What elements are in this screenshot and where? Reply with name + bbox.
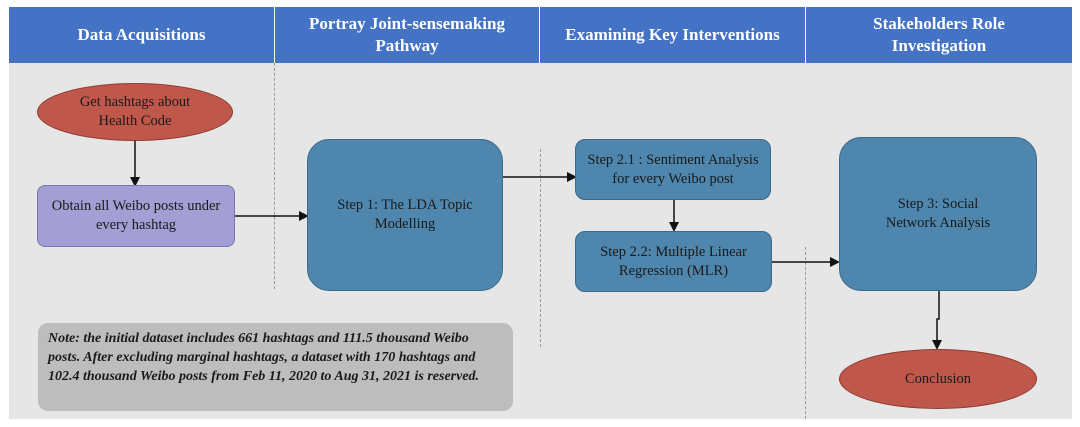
divider-3 — [805, 247, 806, 419]
node-conclusion: Conclusion — [839, 349, 1037, 409]
node-step1: Step 1: The LDA Topic Modelling — [307, 139, 503, 291]
arrow-step3-to-conclusion — [932, 291, 942, 350]
header-examining-label: Examining Key Interventions — [565, 25, 780, 44]
arrow-step1-to-step2-1 — [501, 172, 577, 220]
header-portray: Portray Joint-sensemaking Pathway — [275, 7, 540, 63]
node-step3-label: Step 3: Social Network Analysis — [885, 196, 991, 231]
diagram-canvas: Data Acquisitions Portray Joint-sensemak… — [9, 7, 1072, 419]
header-data-acquisitions-label: Data Acquisitions — [77, 25, 206, 44]
node-get-hashtags: Get hashtags about Health Code — [37, 83, 233, 141]
header-portray-label: Portray Joint-sensemaking Pathway — [309, 14, 505, 55]
node-step2-1-label: Step 2.1 : Sentiment Analysis for every … — [587, 151, 759, 187]
divider-1 — [274, 63, 275, 289]
divider-2 — [540, 149, 541, 347]
node-get-hashtags-label: Get hashtags about Health Code — [79, 94, 191, 129]
node-step2-2: Step 2.2: Multiple Linear Regression (ML… — [575, 231, 772, 292]
note-box: Note: the initial dataset includes 661 h… — [38, 323, 513, 411]
node-step2-2-label: Step 2.2: Multiple Linear Regression (ML… — [600, 243, 747, 279]
node-obtain-posts: Obtain all Weibo posts under every hasht… — [37, 185, 235, 247]
node-step1-label: Step 1: The LDA Topic Modelling — [337, 197, 473, 232]
node-step3: Step 3: Social Network Analysis — [839, 137, 1037, 291]
node-obtain-posts-label: Obtain all Weibo posts under every hasht… — [51, 198, 221, 233]
header-examining: Examining Key Interventions — [540, 7, 806, 63]
note-text: Note: the initial dataset includes 661 h… — [48, 331, 480, 384]
node-step2-1: Step 2.1 : Sentiment Analysis for every … — [575, 139, 771, 200]
header-stakeholders: Stakeholders Role Investigation — [806, 7, 1072, 63]
node-conclusion-label: Conclusion — [904, 370, 972, 387]
header-stakeholders-label: Stakeholders Role Investigation — [873, 14, 1005, 55]
header-data-acquisitions: Data Acquisitions — [9, 7, 275, 63]
